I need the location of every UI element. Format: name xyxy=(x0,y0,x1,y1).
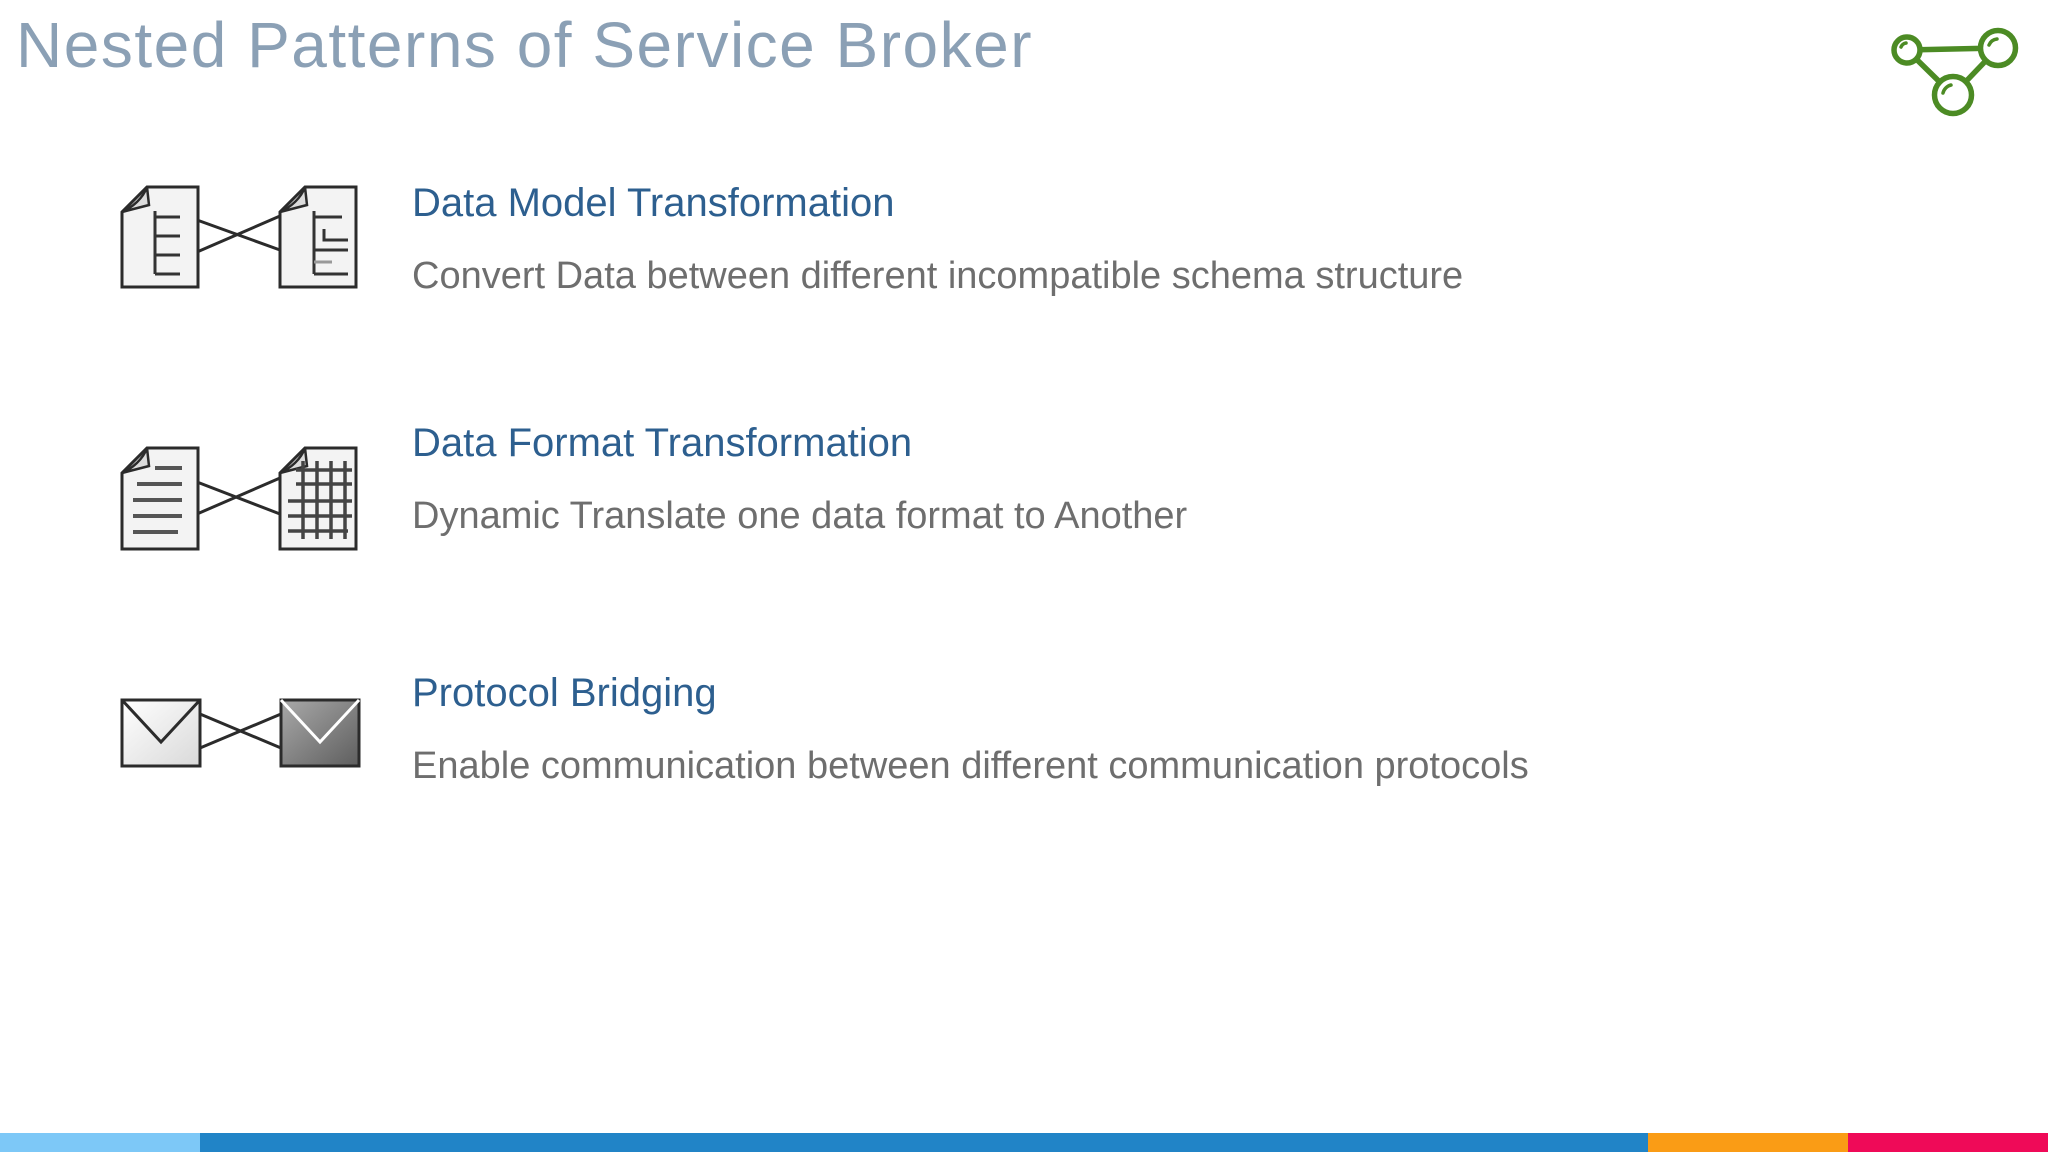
pattern-item-protocol-bridging: Protocol Bridging Enable communication b… xyxy=(412,668,1529,790)
footer-color-bar xyxy=(0,1133,2048,1152)
text-to-table-documents-icon xyxy=(118,444,363,556)
item-title: Data Model Transformation xyxy=(412,181,895,225)
footer-bar-segment-pink xyxy=(1847,1133,2048,1152)
item-description: Enable communication between different c… xyxy=(412,745,1529,787)
page-title: Nested Patterns of Service Broker xyxy=(16,9,1034,81)
pattern-item-data-format: Data Format Transformation Dynamic Trans… xyxy=(412,418,1187,540)
footer-bar-segment-orange xyxy=(1647,1133,1848,1152)
envelopes-bridge-icon xyxy=(120,698,362,770)
network-nodes-icon xyxy=(1888,18,2038,130)
item-description: Convert Data between different incompati… xyxy=(412,255,1464,297)
footer-bar-segment-blue xyxy=(200,1133,1648,1152)
footer-bar-segment-lightblue xyxy=(0,1133,200,1152)
item-title: Protocol Bridging xyxy=(412,671,717,715)
item-title: Data Format Transformation xyxy=(412,421,913,465)
item-description: Dynamic Translate one data format to Ano… xyxy=(412,495,1188,537)
pattern-item-data-model: Data Model Transformation Convert Data b… xyxy=(412,178,1463,300)
schema-mapping-documents-icon xyxy=(118,184,363,294)
